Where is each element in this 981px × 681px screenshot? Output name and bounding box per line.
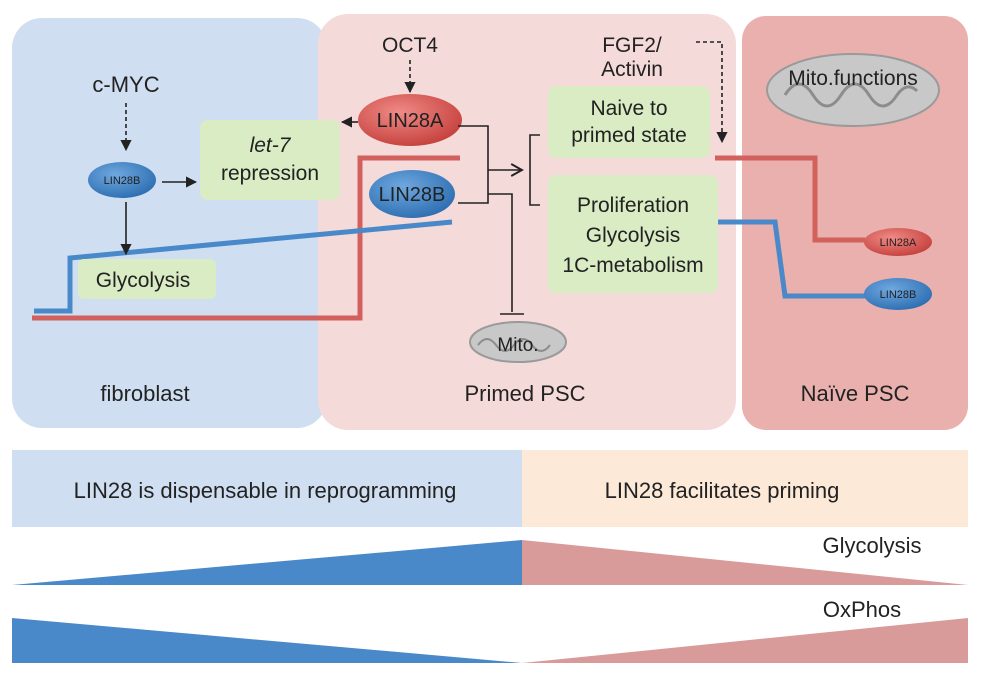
fibroblast-panel-label: fibroblast: [100, 381, 189, 406]
naive-to-primed-box: [548, 86, 710, 158]
c-myc-label: c-MYC: [92, 72, 159, 97]
mito-label: Mito.: [497, 335, 538, 356]
let7-repression-label: repression: [221, 162, 319, 185]
primed-psc-panel-label: Primed PSC: [464, 381, 585, 406]
priming-banner-label: LIN28 facilitates priming: [605, 478, 840, 503]
lin28b-expression-line: [34, 219, 453, 314]
lin28b-node-fibroblast-label: LIN28B: [104, 175, 141, 187]
proliferation-glycolysis-label: Glycolysis: [586, 224, 681, 247]
lin28b-node: [369, 170, 455, 218]
naive-to-primed-label-1: Naive to: [590, 97, 667, 120]
fibroblast-panel: [12, 18, 327, 428]
oxphos-wedge-rising: [522, 618, 968, 663]
lin28a-node-label: LIN28A: [377, 110, 444, 132]
glycolysis-wedge-rising: [12, 540, 522, 585]
fgf2-label: FGF2/: [602, 34, 662, 57]
fgf2-arrow: [696, 41, 728, 144]
naive-psc-panel-label: Naïve PSC: [801, 381, 910, 406]
glycolysis-box: [78, 259, 216, 299]
dispensable-banner-label: LIN28 is dispensable in reprogramming: [74, 478, 457, 503]
mito-icon: [469, 321, 567, 363]
legend-lin28b-node: [864, 278, 932, 310]
glycolysis-box-label: Glycolysis: [96, 269, 191, 292]
priming-banner: [522, 450, 968, 527]
naive-to-primed-label-2: primed state: [571, 124, 687, 147]
one-c-metabolism-label: 1C-metabolism: [562, 254, 703, 277]
lin28-convergence-connector: [458, 125, 540, 315]
lin28b-node-label: LIN28B: [379, 184, 446, 206]
glycolysis-gradient-label: Glycolysis: [822, 533, 921, 558]
proliferation-label: Proliferation: [577, 194, 689, 217]
oxphos-gradient-label: OxPhos: [823, 597, 901, 622]
lin28b-expression-line-naive: [715, 219, 866, 299]
let7-repression-box: [200, 120, 340, 200]
legend-lin28a-label: LIN28A: [880, 237, 917, 249]
mito-functions-label: Mito.functions: [788, 67, 918, 90]
mito-functions-icon: [766, 53, 940, 127]
lin28a-node: [358, 94, 462, 146]
dispensable-banner: [12, 450, 522, 527]
lin28a-expression-line: [32, 155, 460, 321]
let7-label: let-7: [250, 134, 292, 157]
activin-label: Activin: [601, 58, 663, 81]
lin28b-node-fibroblast: [88, 162, 156, 198]
proliferation-box: [548, 175, 718, 293]
naive-psc-panel: [742, 16, 968, 430]
legend-lin28a-node: [864, 228, 932, 256]
glycolysis-wedge-falling: [522, 540, 968, 585]
lin28a-expression-line-naive: [715, 155, 865, 243]
oxphos-wedge-falling: [12, 618, 522, 663]
oct4-label: OCT4: [382, 34, 438, 57]
legend-lin28b-label: LIN28B: [880, 289, 917, 301]
